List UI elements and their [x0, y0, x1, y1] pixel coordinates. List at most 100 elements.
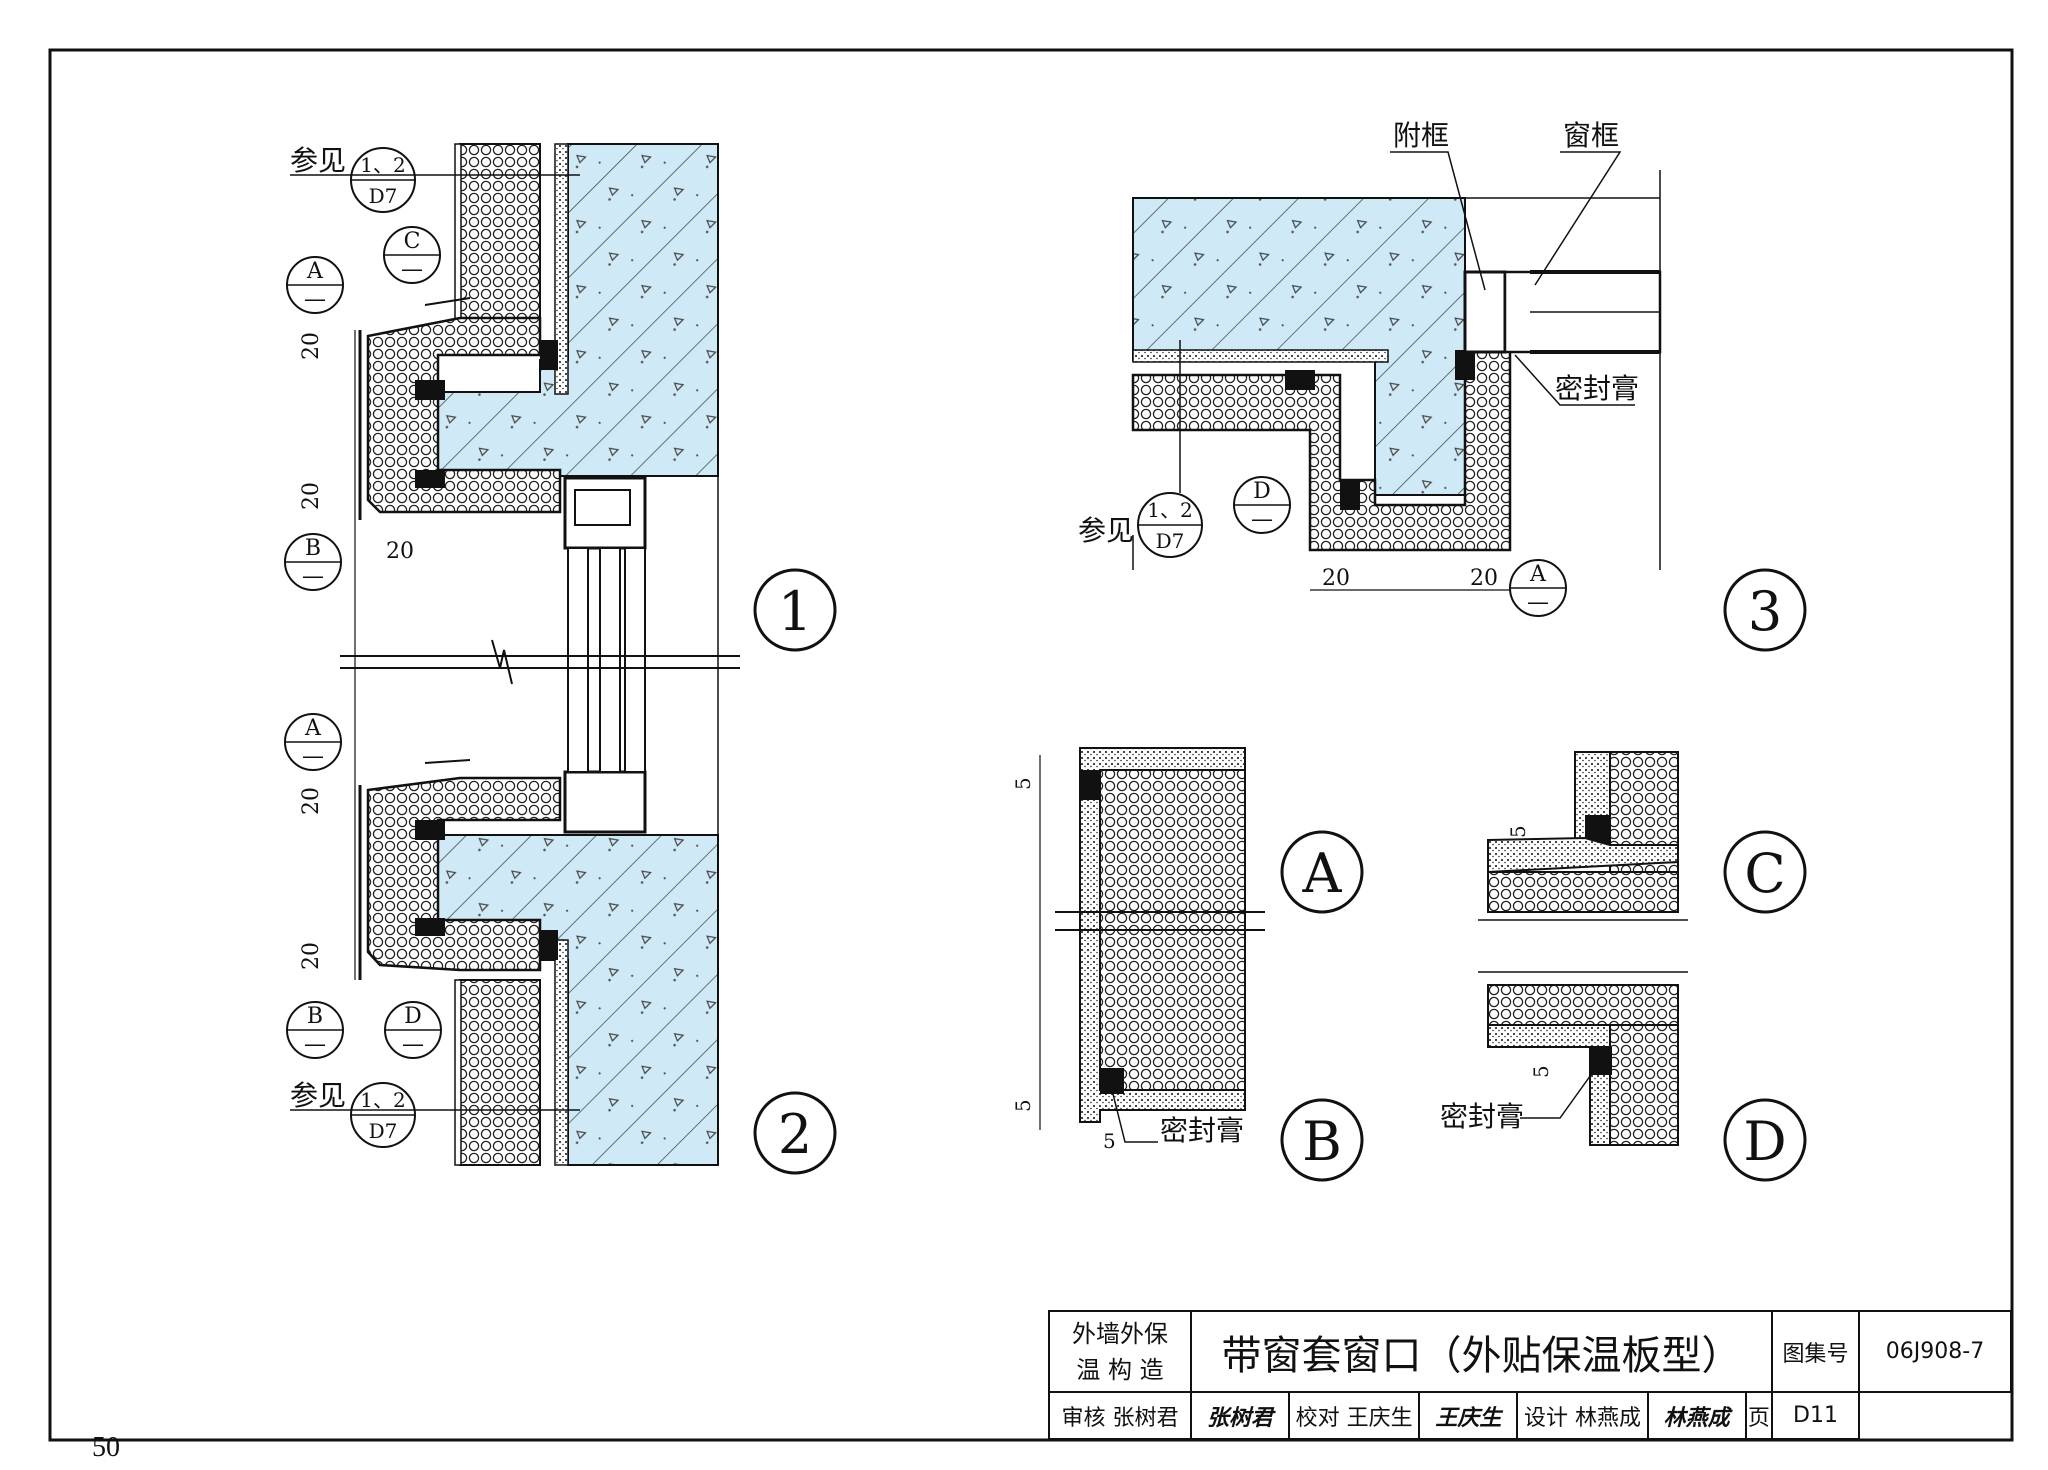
section-mark-d-lower: D —: [384, 1001, 442, 1059]
detail-number-a: A: [1280, 830, 1364, 914]
review-label: 审核: [1061, 1405, 1106, 1431]
insulation-strip-upper: [459, 143, 541, 345]
design-label: 设计: [1523, 1405, 1568, 1431]
category-line-1: 外墙外保: [1072, 1319, 1168, 1348]
slope-arrow-upper: [424, 297, 471, 306]
dim-20-c: 20: [386, 539, 414, 564]
d3-ref-circle-upper: 1、2: [1147, 498, 1192, 522]
dim-20-e: 20: [299, 942, 324, 970]
c-insulation-h: [1487, 871, 1679, 913]
svg-text:C: C: [404, 229, 421, 254]
ab-sealant-bottom: [1100, 1068, 1124, 1094]
design-cell: 设计 林燕成: [1516, 1391, 1649, 1440]
c-dim-5: 5: [1506, 825, 1530, 838]
leader-fukuang: [1390, 151, 1486, 291]
svg-text:A: A: [306, 259, 324, 284]
atlas-label: 图集号: [1771, 1309, 1860, 1394]
insulation-strip-lower: [459, 979, 541, 1166]
d3-dim-20-b: 20: [1470, 566, 1498, 591]
sealant-lower-1: [415, 820, 445, 840]
dim-20-a: 20: [299, 332, 324, 360]
svg-text:—: —: [304, 1032, 326, 1057]
d3-sealant-2: [1340, 480, 1360, 510]
svg-text:B: B: [307, 1004, 323, 1029]
detail-3: 附框 窗框 密封膏 参见 1、2 D7 D — A — 20 20 3: [1078, 119, 1807, 652]
svg-text:2: 2: [778, 1103, 812, 1166]
review-cell: 审核 张树君: [1048, 1391, 1192, 1440]
sealant-upper-2: [415, 470, 445, 488]
design-signature: 林燕成: [1646, 1391, 1747, 1440]
d3-concrete: [1132, 197, 1466, 496]
d3-section-mark-a: A —: [1509, 559, 1567, 617]
check-signature: 王庆生: [1418, 1391, 1519, 1440]
sealant-lower-2: [415, 918, 445, 936]
detail-c-d: 5 5 密封膏 C D: [1440, 751, 1807, 1182]
svg-text:—: —: [302, 744, 324, 769]
svg-text:1: 1: [778, 580, 812, 643]
svg-text:A: A: [1529, 562, 1547, 587]
sealant-lower-3: [540, 930, 558, 960]
sealant-upper-3: [540, 340, 558, 370]
title-block: 外墙外保 温 构 造 带窗套窗口（外贴保温板型） 图集号 06J908-7 审核…: [1048, 1309, 2012, 1440]
svg-text:B: B: [305, 536, 321, 561]
svg-text:D: D: [404, 1004, 422, 1029]
detail-a-b: 5 5 5 密封膏 A B: [1011, 747, 1364, 1182]
svg-text:—: —: [401, 257, 423, 282]
section-mark-b-upper: B —: [284, 533, 342, 591]
check-name: 王庆生: [1346, 1405, 1413, 1431]
detail-1-2: 参见 1、2 D7 参见 1、2 D7 A — C — B —: [284, 143, 837, 1175]
detail-number-3: 3: [1723, 568, 1807, 652]
d3-dim-20-a: 20: [1322, 566, 1350, 591]
section-mark-a-lower: A —: [284, 713, 342, 771]
d-dim-5: 5: [1529, 1065, 1553, 1078]
sealant-upper-1: [415, 380, 445, 400]
d3-ref-circle-lower: D7: [1156, 529, 1185, 553]
window-sash-1: [567, 547, 589, 773]
leader-mifenggao-3: [1514, 354, 1635, 406]
svg-text:—: —: [1251, 507, 1273, 532]
window-frame-head-inner: [574, 489, 631, 526]
break-zigzag: [491, 639, 513, 685]
detail-number-2: 2: [753, 1091, 837, 1175]
atlas-number: 06J908-7: [1858, 1309, 2012, 1394]
ref-circle-bottom-lower: D7: [369, 1119, 398, 1143]
leader-mifenggao-b: [1111, 1089, 1158, 1143]
leader-mifenggao-d: [1520, 1064, 1599, 1119]
detail-number-d: D: [1723, 1098, 1807, 1182]
d3-plaster: [1132, 349, 1389, 363]
ref-note-top: 参见: [290, 144, 346, 177]
ab-sealant-top: [1080, 770, 1100, 800]
d3-fukuang: [1463, 270, 1507, 354]
svg-text:A: A: [1302, 842, 1343, 905]
design-name: 林燕成: [1574, 1405, 1641, 1431]
check-label: 校对: [1295, 1405, 1340, 1431]
svg-text:—: —: [402, 1032, 424, 1057]
window-frame-sill: [563, 770, 647, 834]
detail-number-1: 1: [753, 568, 837, 652]
plaster-layer-lower: [554, 939, 569, 1166]
window-sash-3: [624, 547, 646, 773]
label-chuangkuang: 窗框: [1563, 119, 1619, 152]
d-insulation-v: [1609, 1024, 1679, 1146]
svg-text:—: —: [1527, 590, 1549, 615]
dim-20-b: 20: [299, 482, 324, 510]
detail-number-b: B: [1280, 1098, 1364, 1182]
svg-text:B: B: [1302, 1110, 1342, 1173]
plaster-layer-upper: [554, 143, 569, 395]
ref-circle-top-lower: D7: [369, 184, 398, 208]
label-mifenggao-3: 密封膏: [1555, 372, 1639, 405]
ref-circle-bottom-upper: 1、2: [360, 1088, 405, 1112]
render-layer-lower: [454, 979, 462, 1166]
d3-sealant-1: [1285, 370, 1315, 390]
category-line-2: 温 构 造: [1076, 1355, 1164, 1384]
section-mark-a-top: A —: [286, 256, 344, 314]
svg-text:D: D: [1253, 479, 1271, 504]
detail-number-c: C: [1723, 830, 1807, 914]
dim-20-d: 20: [299, 787, 324, 815]
review-signature: 张树君: [1190, 1391, 1290, 1440]
drawing-title: 带窗套窗口（外贴保温板型）: [1190, 1309, 1773, 1394]
label-mifenggao-d: 密封膏: [1440, 1100, 1524, 1133]
svg-text:A: A: [304, 716, 322, 741]
d3-ref-note: 参见: [1078, 514, 1134, 547]
